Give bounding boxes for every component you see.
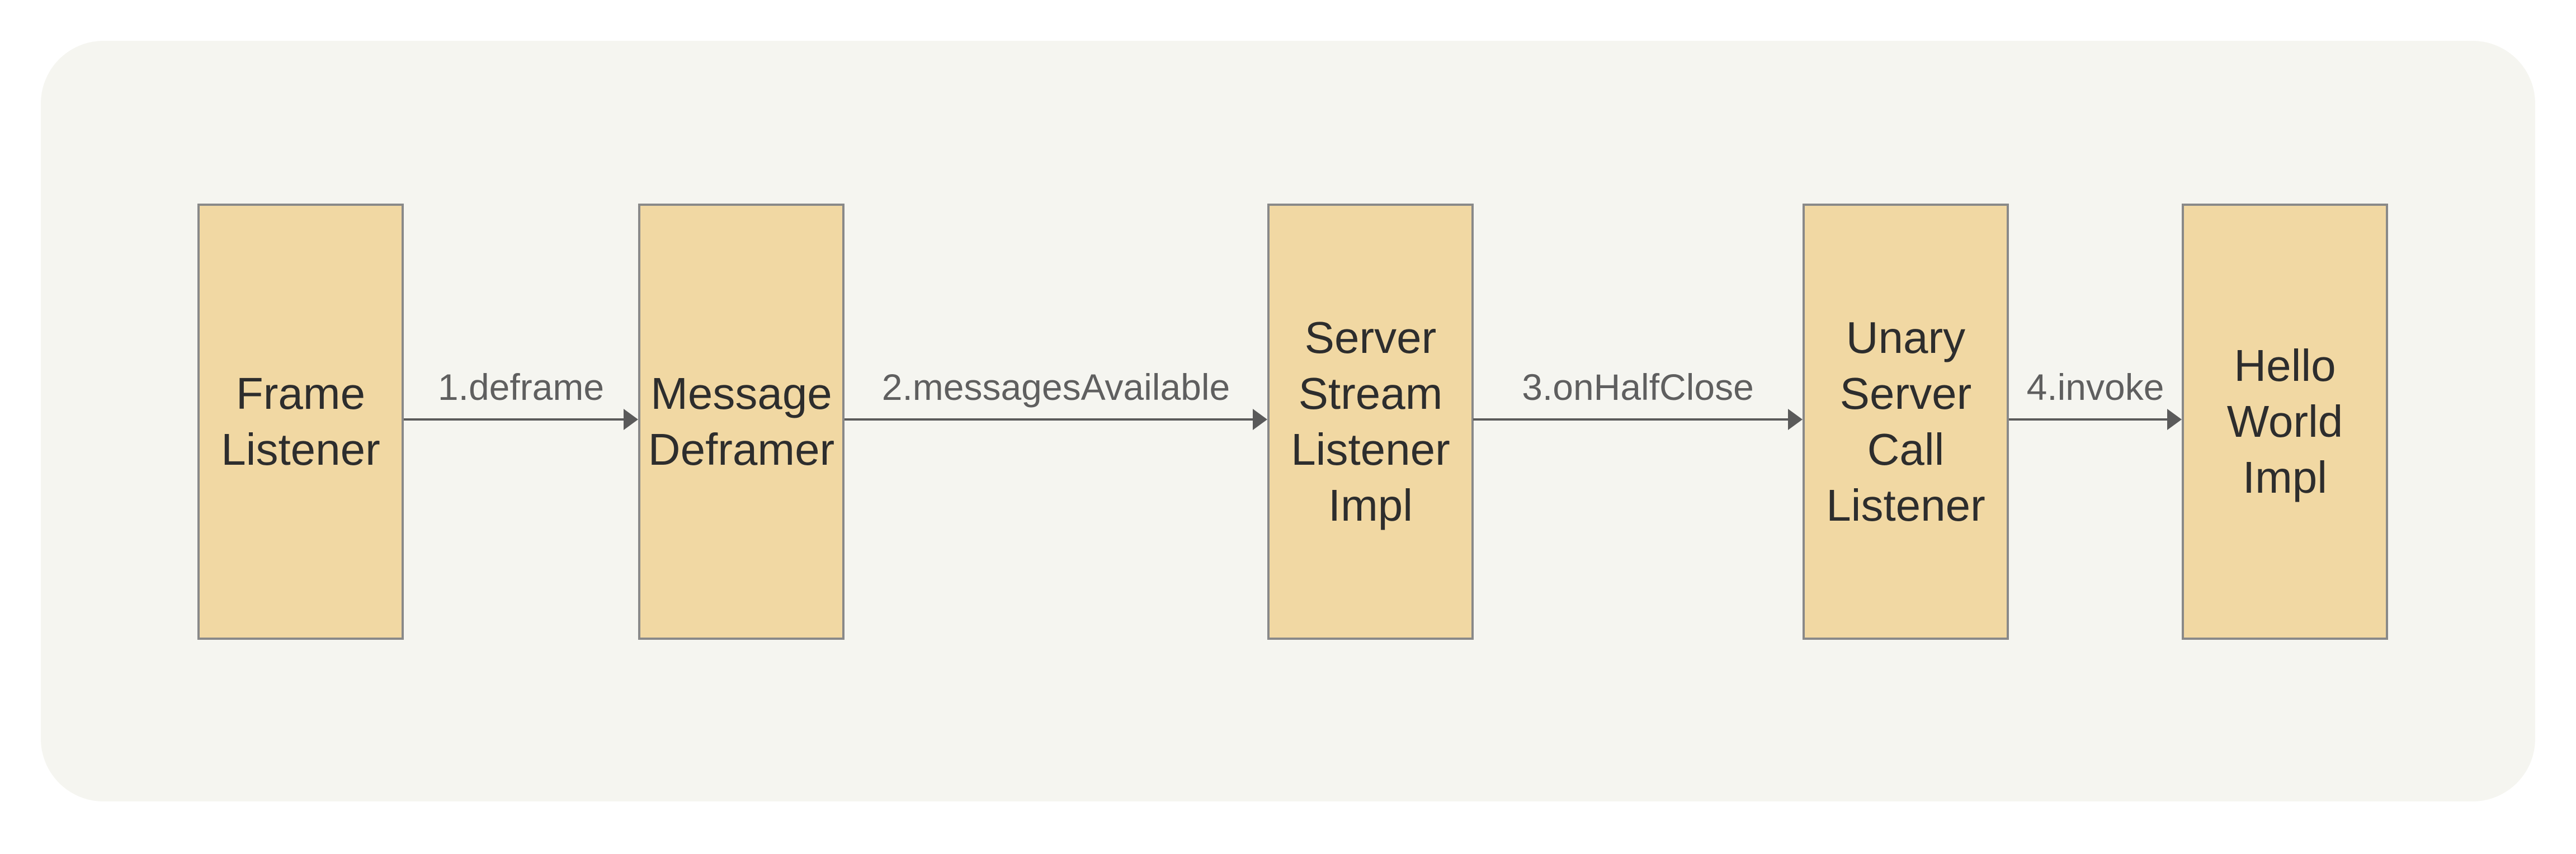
node-hello-world-impl: Hello World Impl — [2182, 204, 2388, 640]
edge-4-label: 4.invoke — [2026, 366, 2164, 408]
edge-2-label: 2.messagesAvailable — [881, 366, 1230, 408]
edge-1-line — [404, 418, 626, 421]
node-unary-server-call-listener: Unary Server Call Listener — [1803, 204, 2009, 640]
edge-4-line — [2009, 418, 2169, 421]
edge-2-line — [844, 418, 1255, 421]
edge-1-arrowhead-icon — [624, 409, 638, 430]
edge-4-arrowhead-icon — [2167, 409, 2182, 430]
edge-3-line — [1473, 418, 1790, 421]
edge-3-arrowhead-icon — [1788, 409, 1803, 430]
node-frame-listener: Frame Listener — [197, 204, 404, 640]
edge-3-label: 3.onHalfClose — [1522, 366, 1754, 408]
edge-2-arrowhead-icon — [1253, 409, 1267, 430]
node-server-stream-listener-impl: Server Stream Listener Impl — [1267, 204, 1474, 640]
edge-1-label: 1.deframe — [437, 366, 605, 408]
node-message-deframer: Message Deframer — [638, 204, 844, 640]
